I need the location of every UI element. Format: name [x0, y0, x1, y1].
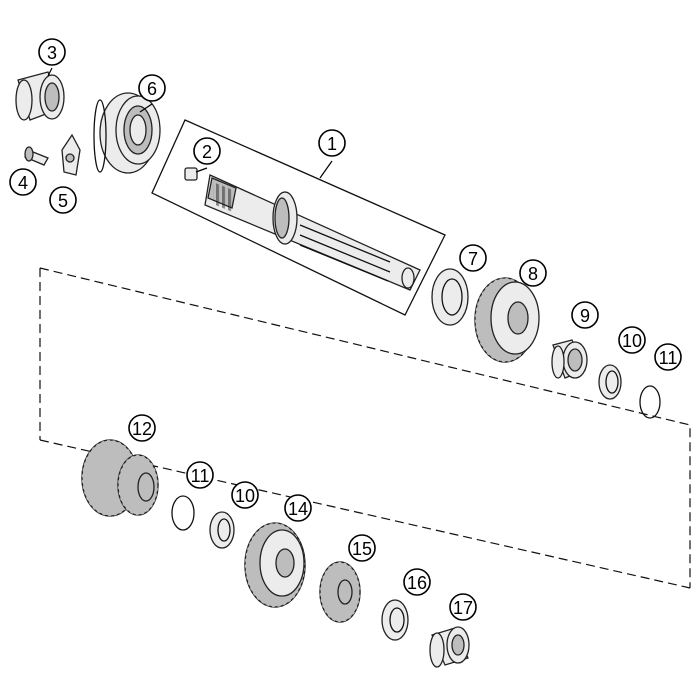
- gear-8-part: [474, 277, 540, 363]
- bushing-9-part: [551, 339, 588, 379]
- callout-2: 2: [193, 137, 221, 165]
- gear-14-part: [244, 522, 306, 608]
- main-shaft-part: [204, 174, 421, 291]
- callout-17: 17: [449, 593, 477, 621]
- svg-text:11: 11: [659, 348, 678, 368]
- callout-1: 1: [318, 129, 346, 157]
- callout-11-lower: 11: [186, 461, 214, 489]
- shaft-frame-box: [151, 119, 446, 316]
- svg-text:2: 2: [202, 142, 212, 162]
- bolt-part: [24, 146, 49, 166]
- callout-9: 9: [571, 301, 599, 329]
- leader-lines: [47, 67, 333, 179]
- svg-text:17: 17: [453, 598, 473, 618]
- callout-14: 14: [284, 494, 312, 522]
- callout-10-lower: 10: [231, 481, 259, 509]
- svg-text:1: 1: [327, 134, 337, 154]
- washer-10-top-part: [598, 364, 622, 400]
- callout-3: 3: [38, 38, 66, 66]
- callout-10-top: 10: [618, 326, 646, 354]
- gear-15-part: [319, 561, 361, 623]
- svg-text:10: 10: [235, 486, 255, 506]
- svg-text:5: 5: [58, 191, 68, 211]
- svg-text:10: 10: [622, 331, 642, 351]
- circlip-11-top-part: [639, 385, 661, 419]
- callout-16: 16: [403, 568, 431, 596]
- svg-text:7: 7: [468, 249, 478, 269]
- svg-text:14: 14: [288, 499, 308, 519]
- washer-10-lower-part: [209, 511, 235, 549]
- callout-15: 15: [348, 534, 376, 562]
- callout-5: 5: [49, 186, 77, 214]
- retaining-plate-part: [61, 133, 81, 176]
- svg-text:15: 15: [352, 539, 372, 559]
- svg-text:16: 16: [407, 573, 427, 593]
- assembly-dashed-outline: [39, 267, 691, 589]
- bushing-part: [15, 71, 65, 121]
- callout-8: 8: [519, 259, 547, 287]
- washer-16-part: [381, 599, 409, 641]
- callout-6: 6: [138, 74, 166, 102]
- circlip-11-lower-part: [171, 495, 195, 531]
- svg-text:9: 9: [580, 306, 590, 326]
- callout-7: 7: [459, 244, 487, 272]
- svg-text:11: 11: [191, 466, 210, 486]
- svg-text:6: 6: [147, 79, 157, 99]
- svg-text:4: 4: [18, 173, 28, 193]
- callout-11-top: 11: [654, 343, 682, 371]
- svg-text:3: 3: [47, 43, 57, 63]
- bearing-part: [93, 92, 161, 174]
- svg-text:8: 8: [528, 264, 538, 284]
- svg-text:12: 12: [132, 419, 152, 439]
- needle-bearing-17-part: [429, 626, 470, 668]
- callout-12: 12: [128, 414, 156, 442]
- pin-part: [184, 167, 198, 181]
- gear-12-part: [81, 439, 159, 517]
- thrust-washer-part: [431, 268, 469, 326]
- callout-4: 4: [9, 168, 37, 196]
